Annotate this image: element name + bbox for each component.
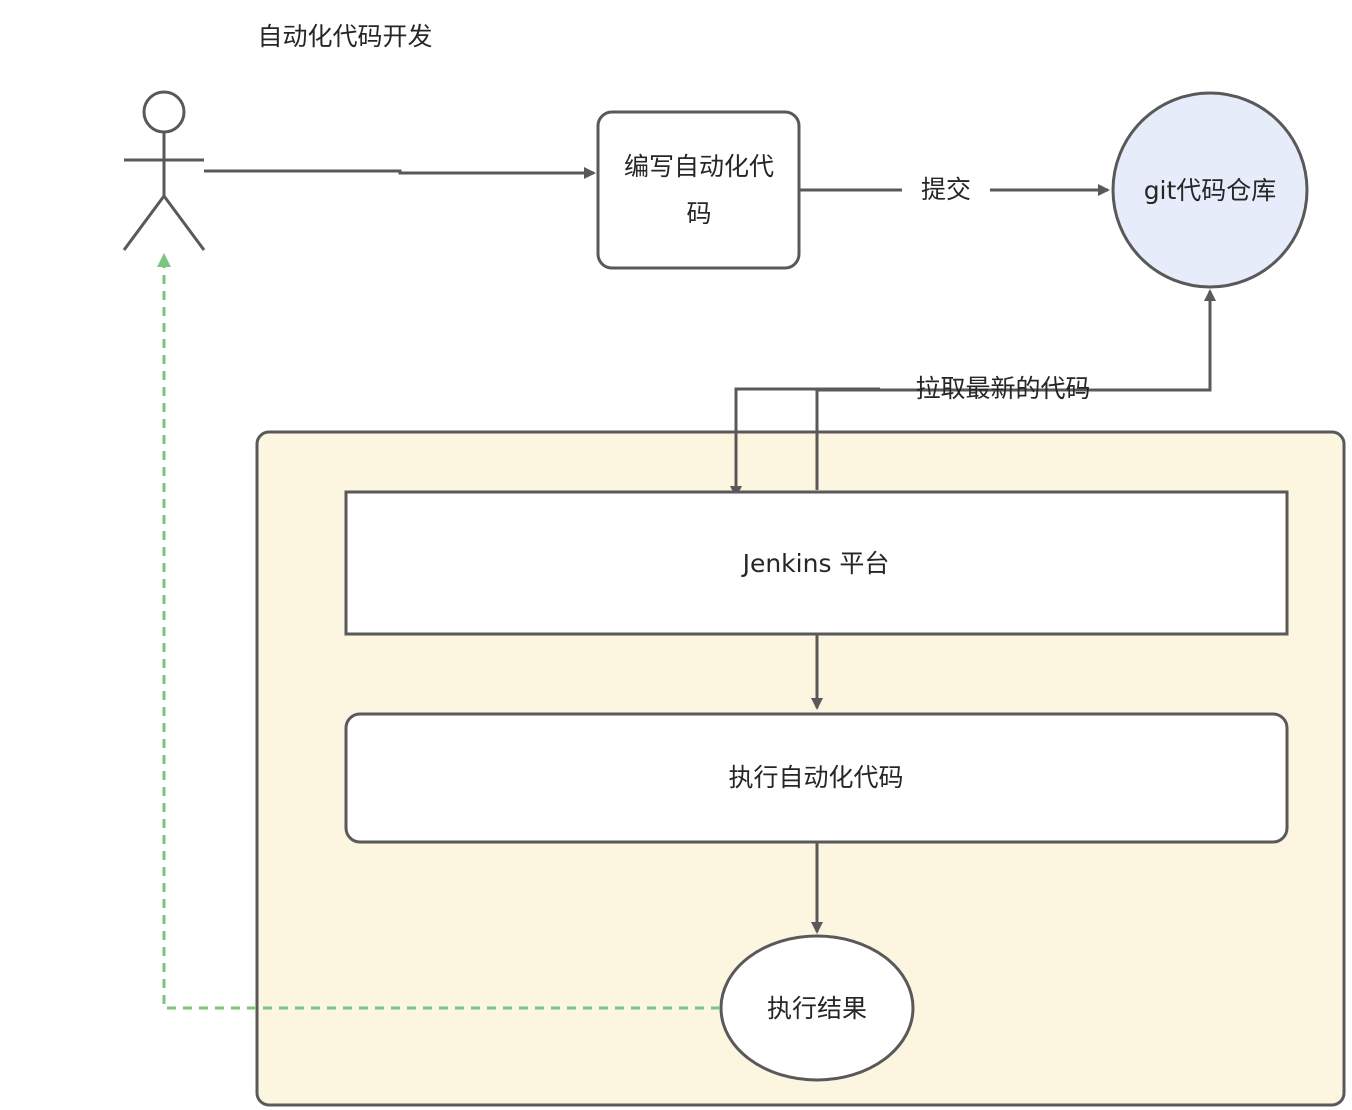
commit-label: 提交 bbox=[921, 175, 971, 204]
pull-code-label: 拉取最新的代码 bbox=[915, 374, 1090, 403]
jenkins-platform-box bbox=[344, 490, 1289, 636]
developer-actor-icon bbox=[122, 90, 206, 251]
write-code-box bbox=[596, 110, 801, 270]
actor-to-write-code-arrow bbox=[204, 167, 596, 179]
execution-result-label: 执行结果 bbox=[767, 994, 867, 1023]
git-repo-label: git代码仓库 bbox=[1144, 176, 1277, 205]
jenkins-to-git-arrow bbox=[815, 289, 1216, 490]
actor-label: 自动化代码开发 bbox=[257, 22, 432, 51]
git-repo-node bbox=[1111, 91, 1309, 289]
write-code-label-line1: 编写自动化代 bbox=[624, 152, 774, 181]
write-code-label-line2: 码 bbox=[686, 199, 711, 228]
execution-result-node bbox=[719, 934, 915, 1082]
pull-code-arrow bbox=[730, 387, 880, 498]
jenkins-platform-label: Jenkins 平台 bbox=[741, 549, 890, 578]
feedback-dashed-arrow bbox=[157, 253, 720, 1010]
execute-code-label: 执行自动化代码 bbox=[728, 763, 903, 792]
